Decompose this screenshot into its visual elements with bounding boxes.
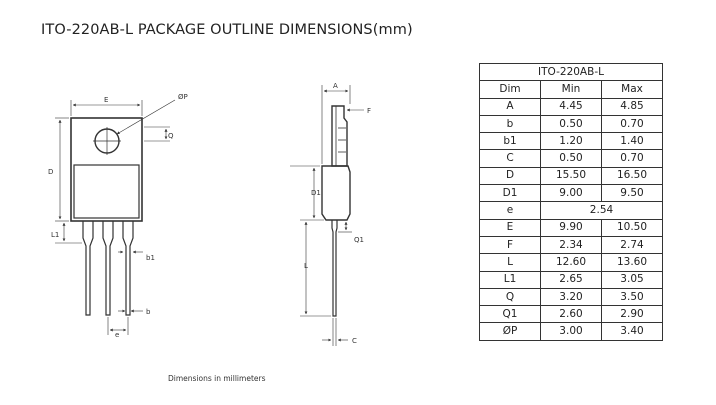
- dim-label-phiP: ØP: [178, 93, 188, 101]
- front-view: [55, 99, 176, 335]
- dim-label-L1: L1: [51, 231, 59, 239]
- dim-cell: L1: [479, 270, 541, 289]
- dim-cell: ØP: [479, 322, 541, 341]
- package-name-cell: ITO-220AB-L: [479, 62, 663, 82]
- max-cell: 4.85: [601, 97, 663, 116]
- table-package-row: ITO-220AB-L: [479, 62, 663, 82]
- max-cell: 2.74: [601, 235, 663, 255]
- max-cell: 3.40: [601, 322, 663, 341]
- dim-cell: L: [479, 253, 541, 272]
- side-view: [290, 85, 364, 346]
- dim-label-E: E: [104, 96, 108, 104]
- min-cell: 2.60: [540, 305, 602, 324]
- dim-cell: b1: [479, 132, 541, 151]
- max-cell: 3.50: [601, 287, 663, 307]
- min-cell: 2.34: [540, 235, 602, 255]
- footnote: Dimensions in millimeters: [168, 374, 266, 383]
- max-cell: 13.60: [601, 253, 663, 272]
- min-cell: 9.90: [540, 218, 602, 237]
- dim-label-D1: D1: [311, 189, 321, 197]
- dim-cell: D1: [479, 184, 541, 203]
- front-inner-body: [73, 164, 140, 219]
- dim-cell: D: [479, 166, 541, 186]
- table-header-row: Dim Min Max: [479, 80, 663, 99]
- dim-cell: e: [479, 201, 541, 220]
- min-cell: 3.00: [540, 322, 602, 341]
- dim-label-Q: Q: [168, 132, 174, 140]
- min-cell: 1.20: [540, 132, 602, 151]
- min-cell: 0.50: [540, 149, 602, 168]
- dim-label-F: F: [367, 107, 371, 115]
- header-dim: Dim: [479, 80, 541, 99]
- max-cell: 0.70: [601, 114, 663, 134]
- dim-label-e: e: [115, 331, 119, 339]
- dim-label-D: D: [48, 168, 53, 176]
- dim-cell: Q1: [479, 305, 541, 324]
- side-body: [321, 165, 351, 221]
- value-cell: 2.54: [540, 201, 663, 220]
- max-cell: 0.70: [601, 149, 663, 168]
- min-cell: 4.45: [540, 97, 602, 116]
- front-leads: [82, 221, 134, 316]
- max-cell: 1.40: [601, 132, 663, 151]
- min-cell: 9.00: [540, 184, 602, 203]
- max-cell: 2.90: [601, 305, 663, 324]
- header-max: Max: [601, 80, 663, 99]
- side-tab: [331, 105, 348, 167]
- page-title: ITO-220AB-L PACKAGE OUTLINE DIMENSIONS(m…: [41, 22, 413, 38]
- max-cell: 16.50: [601, 166, 663, 186]
- max-cell: 10.50: [601, 218, 663, 237]
- min-cell: 0.50: [540, 114, 602, 134]
- side-lead: [331, 220, 338, 317]
- dim-cell: E: [479, 218, 541, 237]
- min-cell: 15.50: [540, 166, 602, 186]
- header-min: Min: [540, 80, 602, 99]
- dim-label-Q1: Q1: [354, 236, 364, 244]
- dim-label-C: C: [352, 337, 357, 345]
- max-cell: 3.05: [601, 270, 663, 289]
- dim-label-b: b: [146, 308, 151, 316]
- package-outline-drawing: E ØP Q D L1 b1 b e: [48, 82, 371, 346]
- min-cell: 3.20: [540, 287, 602, 307]
- dim-cell: Q: [479, 287, 541, 307]
- min-cell: 2.65: [540, 270, 602, 289]
- dim-cell: C: [479, 149, 541, 168]
- max-cell: 9.50: [601, 184, 663, 203]
- dim-label-L: L: [304, 262, 308, 270]
- min-cell: 12.60: [540, 253, 602, 272]
- dim-cell: F: [479, 235, 541, 255]
- dim-label-b1: b1: [146, 254, 155, 262]
- dim-cell: b: [479, 114, 541, 134]
- dim-cell: A: [479, 97, 541, 116]
- front-body-outline: [70, 117, 143, 222]
- dim-label-A: A: [333, 82, 338, 90]
